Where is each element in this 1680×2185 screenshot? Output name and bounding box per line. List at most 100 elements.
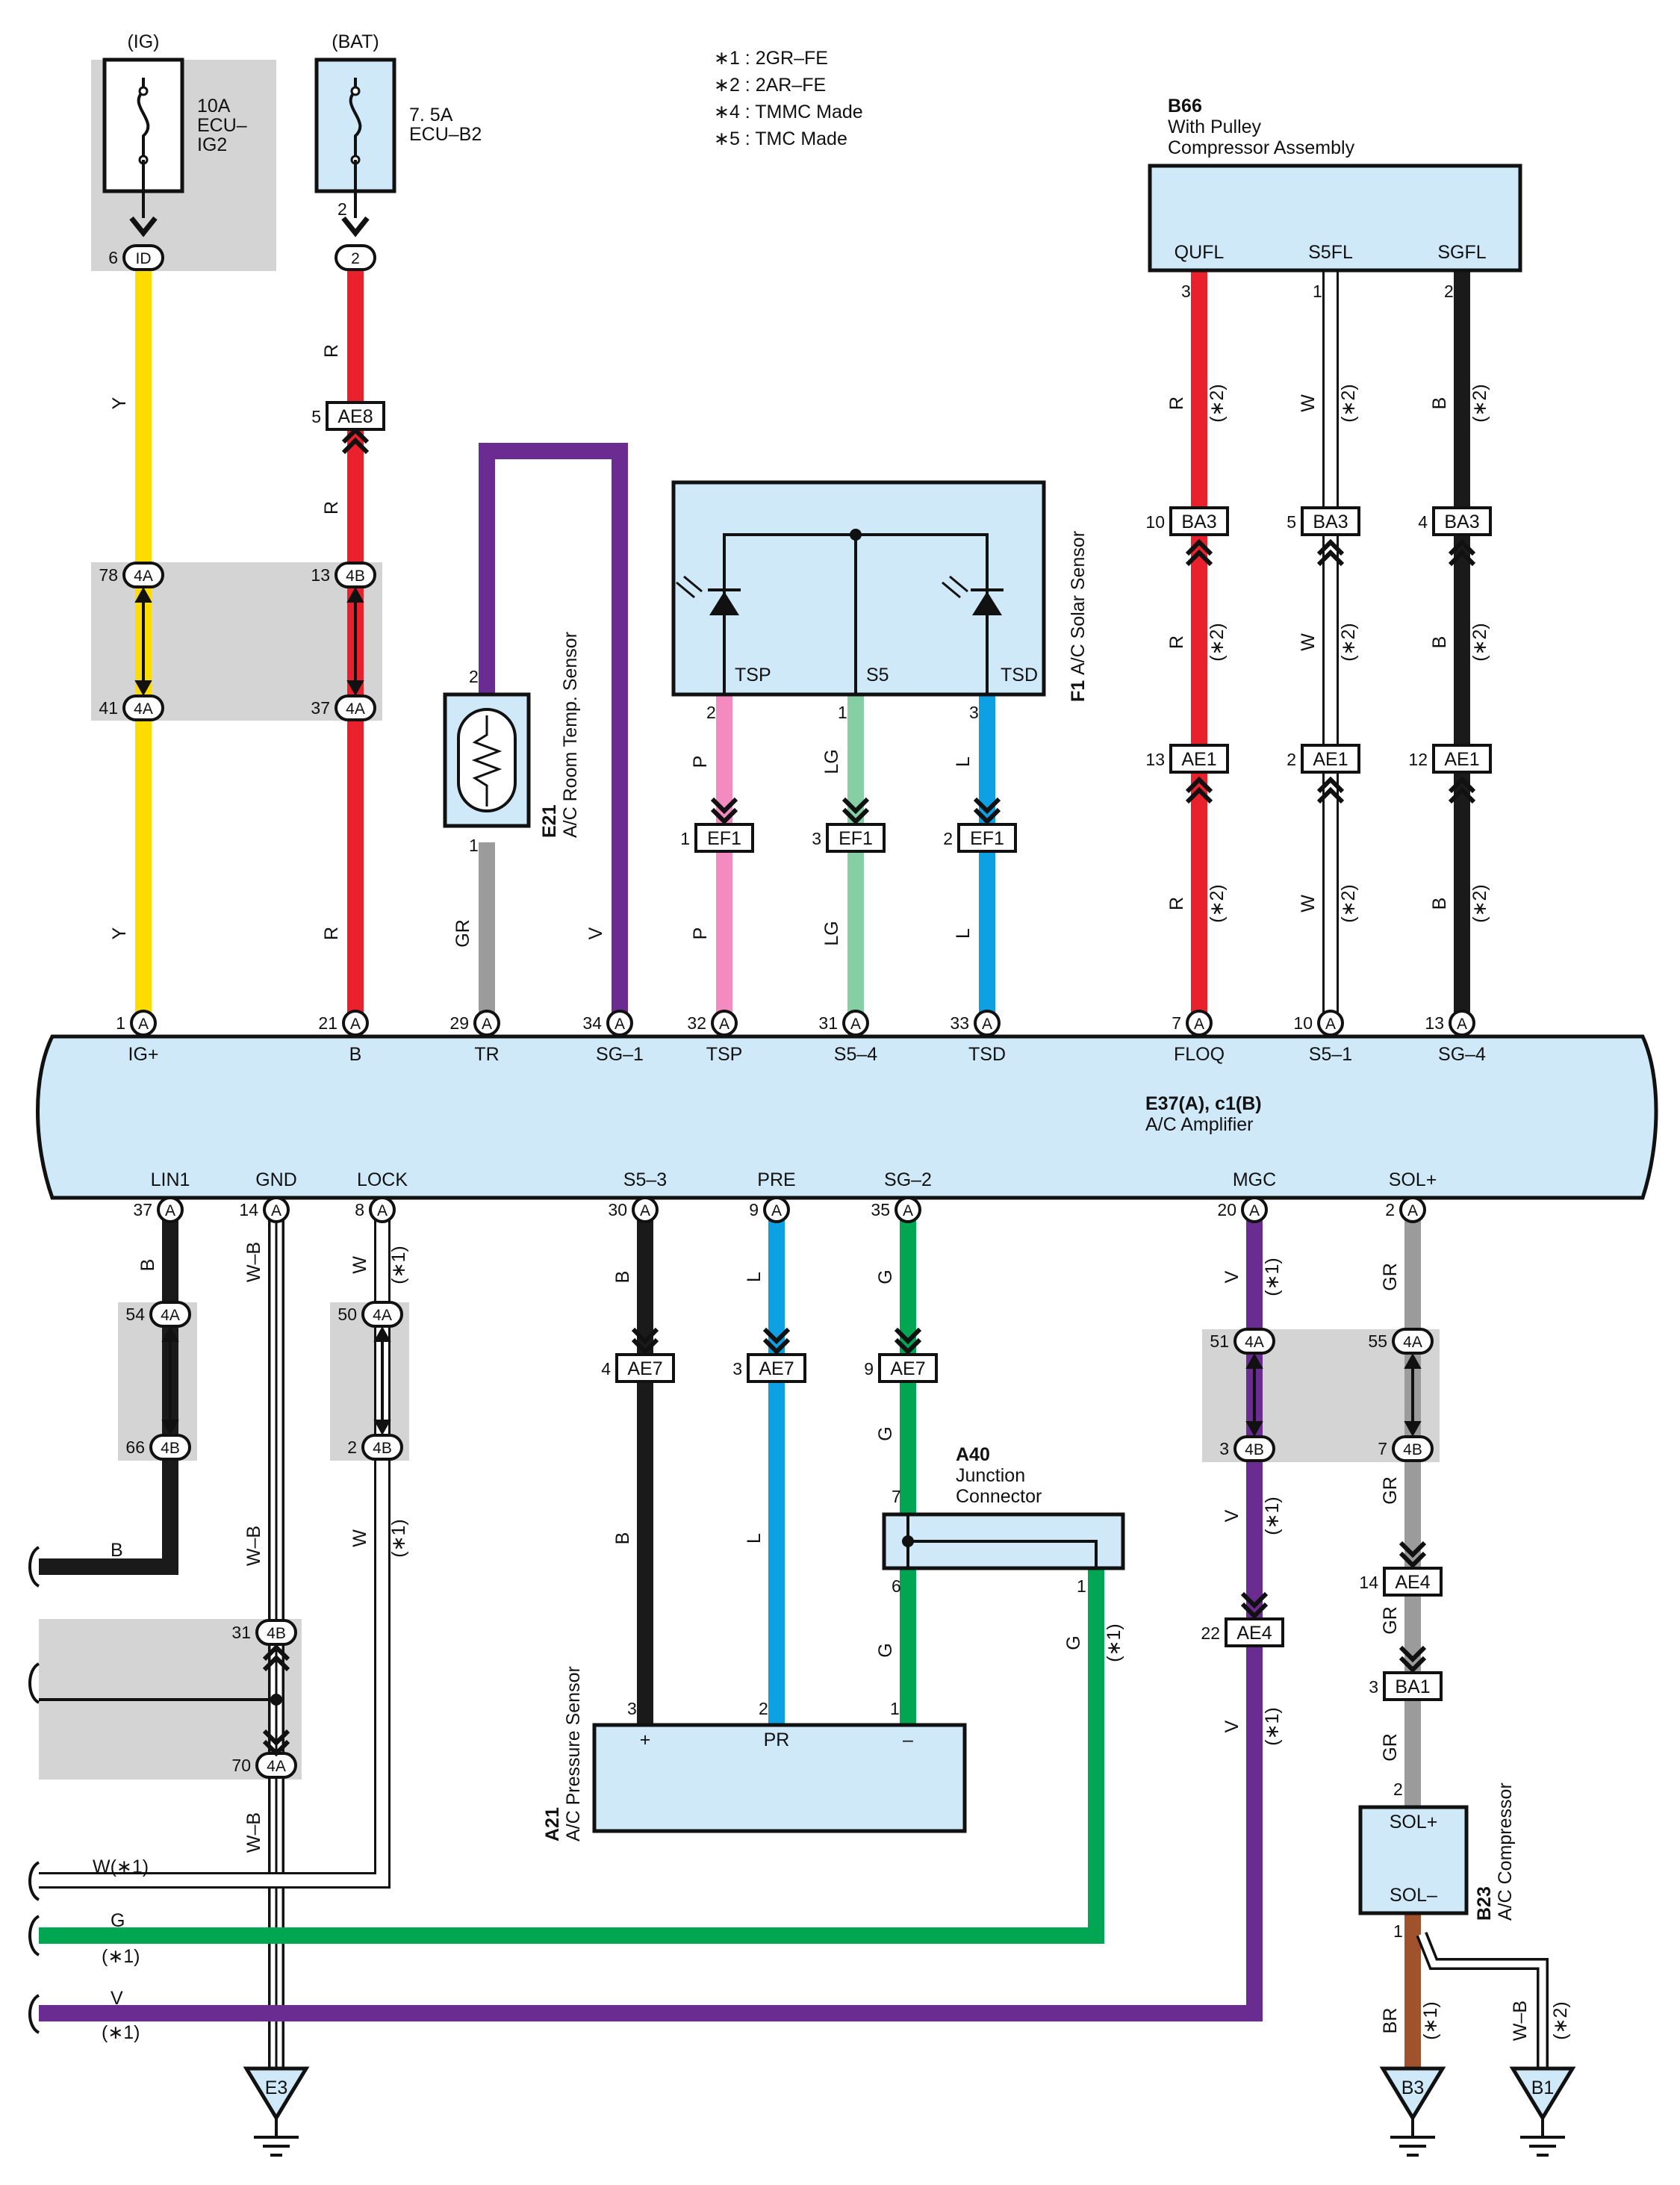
- compressor-name: A/C Compressor: [1495, 1782, 1516, 1921]
- solar-terminal-1: TSP: [735, 665, 771, 686]
- wire-label-gr-sol-1: GR: [1380, 1263, 1401, 1291]
- wire-label-p-2: P: [690, 927, 711, 940]
- wire-label-r-2: R: [321, 501, 342, 515]
- junction-pin-right: 1: [1077, 1576, 1086, 1596]
- bat-fuse-pin: 2: [337, 199, 347, 219]
- connector-ae7-s5-label: AE7: [627, 1358, 662, 1379]
- chevron-ae1-q: [1185, 776, 1213, 804]
- wire-label-w-s51-2: W: [1298, 633, 1319, 651]
- amp-bottom-pin-sol--pin: 2: [1385, 1200, 1395, 1219]
- connector-id: [122, 244, 164, 271]
- connector-sol-ae4: [1383, 1567, 1443, 1597]
- amp-bottom-pin-s5-3-letter: A: [640, 1202, 650, 1219]
- amp-top-pin-tsp-letter: A: [719, 1016, 729, 1033]
- amp-bottom-pin-pre-pin: 9: [749, 1200, 759, 1219]
- connector-lin-4b-pin: 66: [125, 1438, 145, 1457]
- pulley-terminal-3: SGFL: [1437, 242, 1486, 263]
- compressor-terminal-1: SOL+: [1390, 1812, 1438, 1833]
- pressure-terminal-1: +: [640, 1729, 651, 1750]
- wire-label-g-sg2-1: G: [875, 1269, 896, 1284]
- amp-bottom-pin-pre: [763, 1196, 790, 1223]
- compressor-pulley-line-2: Compressor Assembly: [1168, 137, 1355, 158]
- amp-top-name-sg-1: SG–1: [596, 1044, 644, 1065]
- wire-label-r-3: R: [321, 927, 342, 940]
- amp-top-pin-s5-4-pin: 31: [818, 1013, 838, 1033]
- wire-label-b-lin: B: [137, 1259, 158, 1272]
- solar-sensor-label: F1 A/C Solar Sensor: [1068, 531, 1089, 702]
- star-note-wb-b1: (∗2): [1550, 2001, 1571, 2040]
- compressor-pin-bottom: 1: [1393, 1921, 1403, 1941]
- connector-ef1-tsp-pin: 1: [680, 829, 690, 848]
- star-note-mgc-2: (∗1): [1262, 1496, 1283, 1535]
- wire-label-b-s53-2: B: [612, 1532, 633, 1545]
- amp-top-pin-sg-4: [1449, 1010, 1475, 1036]
- connector-ba3-s-label: BA3: [1313, 512, 1348, 532]
- connector-bat-2-label: 2: [351, 250, 360, 267]
- pressure-pin-1: 3: [627, 1699, 637, 1718]
- connector-ef1-tsp-label: EF1: [707, 828, 741, 849]
- connector-ae1-q: [1169, 744, 1229, 774]
- connector-ba3-q-pin: 10: [1145, 512, 1165, 532]
- connector-ae7-s5: [615, 1353, 675, 1383]
- connector-ae7-pre-pin: 3: [732, 1359, 742, 1379]
- star-note-s51-1: (∗2): [1338, 384, 1359, 423]
- chevron-ae7-pre: [762, 1327, 791, 1355]
- compressor-code: B23: [1474, 1886, 1495, 1921]
- wire-label-w-s51-1: W: [1298, 394, 1319, 412]
- left-label-w: W(∗1): [93, 1856, 149, 1877]
- compressor-terminal-2: SOL–: [1390, 1885, 1437, 1906]
- star-note-floq-1: (∗2): [1207, 384, 1228, 423]
- wire-label-b-sg4-2: B: [1429, 636, 1450, 649]
- amp-top-pin-tsd-letter: A: [982, 1016, 992, 1033]
- amp-top-pin-floq-pin: 7: [1172, 1013, 1181, 1033]
- amp-top-pin-ig-: [130, 1010, 157, 1036]
- chevron-ae7-sg: [894, 1327, 922, 1355]
- pulley-pin-2: 1: [1313, 282, 1322, 301]
- amp-top-pin-tsd-pin: 33: [950, 1013, 969, 1033]
- amp-top-pin-tsp: [711, 1010, 738, 1036]
- amp-top-pin-s5-1-letter: A: [1325, 1016, 1336, 1033]
- wire-label-w-lock-2: W: [349, 1529, 370, 1547]
- connector-gnd-4a-pin: 70: [231, 1756, 251, 1775]
- star-note-mgc-1: (∗1): [1262, 1258, 1283, 1296]
- connector-gnd-4b-pin: 31: [231, 1623, 251, 1642]
- connector-b-4a-bottom-label: 4A: [346, 700, 365, 718]
- amp-top-pin-floq: [1186, 1010, 1213, 1036]
- wire-label-b-sg4-3: B: [1429, 898, 1450, 910]
- room-sensor-pin-bottom: 1: [469, 836, 479, 855]
- connector-ae7-sg: [878, 1353, 938, 1383]
- connector-ae1-g-pin: 12: [1408, 750, 1428, 769]
- connector-ef1-s5-pin: 3: [812, 829, 821, 848]
- amp-bottom-pin-gnd-pin: 14: [239, 1200, 258, 1219]
- junction-pin-top: 7: [892, 1487, 901, 1506]
- ground-b1: [1509, 2066, 1576, 2157]
- chevron-gnd-4b: [262, 1644, 290, 1672]
- wire-label-wb-2: W–B: [243, 1526, 264, 1566]
- legend: ∗1 : 2GR–FE ∗2 : 2AR–FE ∗4 : TMMC Made ∗…: [714, 48, 863, 149]
- amp-top-pin-sg-4-pin: 13: [1425, 1013, 1444, 1033]
- amp-bottom-pin-s5-3: [632, 1196, 659, 1223]
- wire-label-wb-1: W–B: [243, 1242, 264, 1282]
- amp-top-pin-ig--letter: A: [138, 1016, 149, 1033]
- connector-sol-4b-label: 4B: [1403, 1441, 1422, 1458]
- amp-top-pin-floq-letter: A: [1194, 1016, 1204, 1033]
- amp-top-pin-s5-1-pin: 10: [1293, 1013, 1313, 1033]
- pulley-terminal-2: S5FL: [1308, 242, 1353, 263]
- photodiode-tsd: [972, 591, 1002, 615]
- pulley-pin-1: 3: [1181, 282, 1191, 301]
- connector-mgc-4a-label: 4A: [1245, 1334, 1264, 1351]
- connector-gnd-4b-label: 4B: [267, 1625, 286, 1642]
- amp-bottom-pin-mgc-pin: 20: [1217, 1200, 1236, 1219]
- chevron-mgc-ae4: [1240, 1591, 1269, 1620]
- amp-bottom-name-lin1: LIN1: [151, 1169, 190, 1190]
- amp-bottom-pin-sg-2: [895, 1196, 921, 1223]
- compressor-pulley-line-1: With Pulley: [1168, 116, 1262, 137]
- connector-lock-4b-label: 4B: [373, 1440, 392, 1457]
- ig-fuse-line-2: ECU–: [197, 115, 247, 136]
- solar-pin-1: 2: [706, 703, 716, 722]
- compressor-label: B23 A/C Compressor: [1474, 1782, 1516, 1921]
- connector-sol-4a-label: 4A: [1403, 1334, 1422, 1351]
- wire-mgc-violet: [39, 1208, 1263, 2021]
- amp-bottom-pin-lin1-letter: A: [165, 1202, 175, 1219]
- amp-bottom-name-s5-3: S5–3: [623, 1169, 667, 1190]
